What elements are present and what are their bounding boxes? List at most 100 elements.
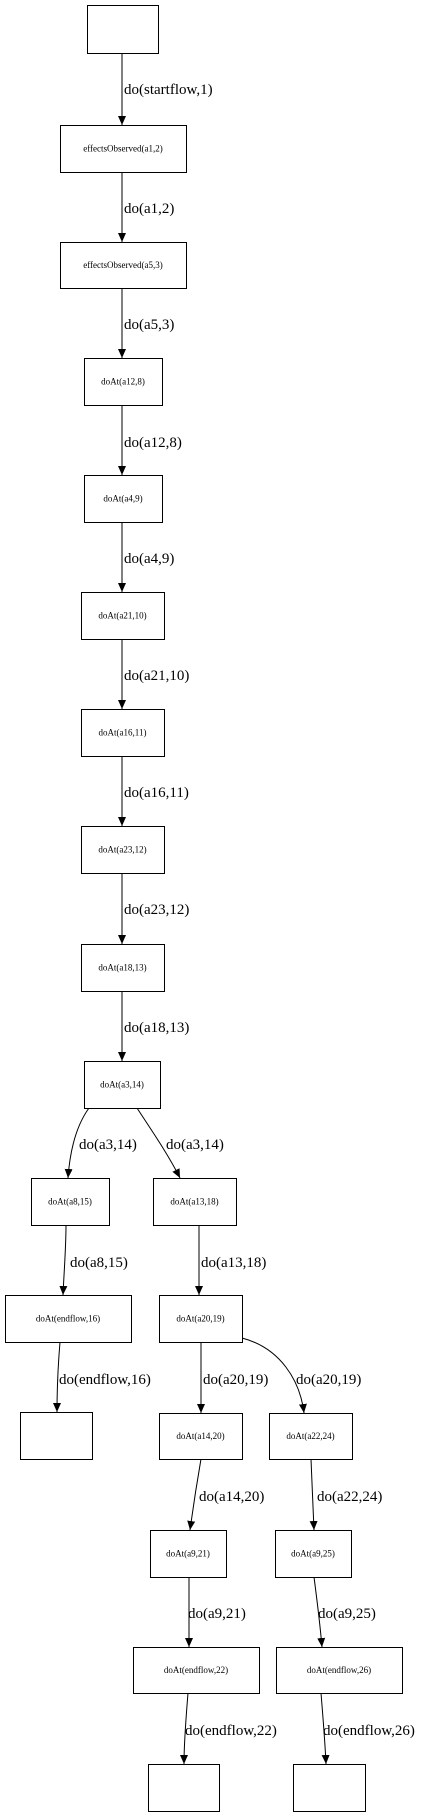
node-label: doAt(endflow,26) bbox=[307, 1665, 371, 1675]
node-rect bbox=[20, 1412, 93, 1460]
edge-n7-to-n8: do(a23,12) bbox=[118, 873, 189, 944]
node-rect bbox=[5, 1295, 132, 1343]
edge-label: do(a20,19) bbox=[296, 1372, 361, 1388]
edge-n2-to-n3: do(a5,3) bbox=[118, 288, 174, 358]
edge-arrow bbox=[309, 1458, 318, 1531]
node-label: doAt(endflow,22) bbox=[164, 1665, 228, 1675]
node-label: doAt(a18,13) bbox=[98, 963, 146, 973]
node-rect bbox=[81, 709, 165, 757]
node-rect bbox=[276, 1647, 403, 1694]
edge-n12-to-n14: do(endflow,16) bbox=[53, 1341, 151, 1413]
edge-arrow bbox=[313, 1576, 326, 1648]
edge-n3-to-n4: do(a12,8) bbox=[118, 405, 182, 475]
node-rect bbox=[84, 475, 163, 523]
node-box: doAt(endflow,22) bbox=[133, 1647, 260, 1694]
node-rect bbox=[81, 826, 165, 874]
node-rect bbox=[31, 1178, 110, 1226]
edge-label: do(a12,8) bbox=[124, 435, 182, 451]
edge-label: do(a9,21) bbox=[188, 1606, 246, 1622]
node-label: doAt(a21,10) bbox=[98, 611, 146, 621]
edge-label: do(startflow,1) bbox=[124, 82, 213, 98]
node-rect bbox=[133, 1647, 260, 1694]
edge-n18-to-n20: do(a9,25) bbox=[313, 1576, 376, 1648]
node-label: effectsObserved(a1,2) bbox=[83, 144, 163, 154]
node-box: doAt(a12,8) bbox=[84, 358, 163, 406]
edge-arrow bbox=[241, 1337, 307, 1414]
node-box: doAt(a8,15) bbox=[31, 1178, 110, 1226]
node-label: doAt(a20,19) bbox=[176, 1314, 224, 1324]
edges-layer: do(startflow,1) do(a1,2) do(a5,3) do(a12,8)… bbox=[53, 53, 415, 1765]
node-rect bbox=[81, 944, 165, 992]
node-box: doAt(a18,13) bbox=[81, 944, 165, 992]
empty-node-box bbox=[20, 1412, 93, 1460]
node-label: doAt(a9,21) bbox=[166, 1549, 210, 1559]
node-rect bbox=[84, 1061, 161, 1109]
edge-label: do(endflow,16) bbox=[59, 1372, 151, 1388]
edge-n9-to-n11: do(a3,14) bbox=[136, 1107, 224, 1179]
edge-label: do(a9,25) bbox=[318, 1606, 376, 1622]
edge-n17-to-n19: do(a9,21) bbox=[185, 1577, 246, 1647]
node-label: doAt(a12,8) bbox=[101, 377, 145, 387]
node-rect bbox=[60, 242, 187, 289]
node-box: doAt(a16,11) bbox=[81, 709, 165, 757]
node-box: doAt(a4,9) bbox=[84, 475, 163, 523]
node-box: doAt(a21,10) bbox=[81, 592, 165, 640]
edge-label: do(a23,12) bbox=[124, 902, 189, 918]
edge-arrow bbox=[187, 1458, 202, 1531]
edge-n10-to-n12: do(a8,15) bbox=[59, 1224, 128, 1296]
node-label: doAt(a16,11) bbox=[99, 728, 147, 738]
node-rect bbox=[60, 125, 187, 173]
node-box: effectsObserved(a5,3) bbox=[60, 242, 187, 289]
node-box: doAt(a20,19) bbox=[159, 1295, 243, 1343]
node-rect bbox=[87, 5, 159, 54]
node-rect bbox=[159, 1413, 243, 1460]
node-box: effectsObserved(a1,2) bbox=[60, 125, 187, 173]
node-box: doAt(a14,20) bbox=[159, 1413, 243, 1460]
edge-label: do(a8,15) bbox=[70, 1255, 128, 1271]
edge-n5-to-n6: do(a21,10) bbox=[118, 639, 189, 709]
edge-n4-to-n5: do(a4,9) bbox=[118, 522, 174, 592]
edge-n8-to-n9: do(a18,13) bbox=[118, 991, 189, 1061]
node-label: doAt(a14,20) bbox=[176, 1431, 224, 1441]
edge-label: do(endflow,26) bbox=[323, 1723, 415, 1739]
node-rect bbox=[153, 1178, 237, 1226]
node-box: doAt(a3,14) bbox=[84, 1061, 161, 1109]
node-box: doAt(a23,12) bbox=[81, 826, 165, 874]
edge-label: do(a21,10) bbox=[124, 668, 189, 684]
node-label: doAt(endflow,16) bbox=[36, 1314, 100, 1324]
edge-arrow bbox=[320, 1692, 330, 1765]
edge-label: do(a3,14) bbox=[79, 1137, 137, 1153]
edge-label: do(a16,11) bbox=[124, 785, 189, 801]
node-label: doAt(a23,12) bbox=[98, 845, 146, 855]
node-box: doAt(a13,18) bbox=[153, 1178, 237, 1226]
node-rect bbox=[84, 358, 163, 406]
edge-label: do(a3,14) bbox=[166, 1137, 224, 1153]
node-rect bbox=[293, 1764, 366, 1812]
edge-n9-to-n10: do(a3,14) bbox=[64, 1107, 137, 1179]
edge-arrow bbox=[180, 1692, 189, 1765]
empty-node-box bbox=[87, 5, 159, 54]
edge-n13-to-n16: do(a20,19) bbox=[241, 1337, 361, 1414]
edge-label: do(a5,3) bbox=[124, 317, 174, 333]
edge-arrow bbox=[64, 1107, 90, 1179]
node-rect bbox=[150, 1530, 227, 1578]
edge-n19-to-n21: do(endflow,22) bbox=[180, 1692, 277, 1765]
edge-label: do(a14,20) bbox=[199, 1489, 264, 1505]
edge-label: do(a1,2) bbox=[124, 201, 174, 217]
node-label: doAt(a8,15) bbox=[48, 1197, 92, 1207]
node-box: doAt(endflow,16) bbox=[5, 1295, 132, 1343]
edge-n0-to-n1: do(startflow,1) bbox=[118, 53, 213, 125]
edge-label: do(a18,13) bbox=[124, 1020, 189, 1036]
edge-n6-to-n7: do(a16,11) bbox=[118, 756, 189, 826]
edge-label: do(a13,18) bbox=[201, 1255, 266, 1271]
node-label: doAt(a3,14) bbox=[100, 1080, 144, 1090]
node-label: doAt(a4,9) bbox=[103, 494, 142, 504]
edge-arrow bbox=[136, 1107, 181, 1179]
node-box: doAt(endflow,26) bbox=[276, 1647, 403, 1694]
nodes-layer: effectsObserved(a1,2) effectsObserved(a5,… bbox=[5, 5, 403, 1812]
edge-label: do(a22,24) bbox=[317, 1489, 382, 1505]
edge-label: do(endflow,22) bbox=[185, 1723, 277, 1739]
node-label: doAt(a13,18) bbox=[170, 1197, 218, 1207]
edge-n1-to-n2: do(a1,2) bbox=[118, 172, 174, 242]
